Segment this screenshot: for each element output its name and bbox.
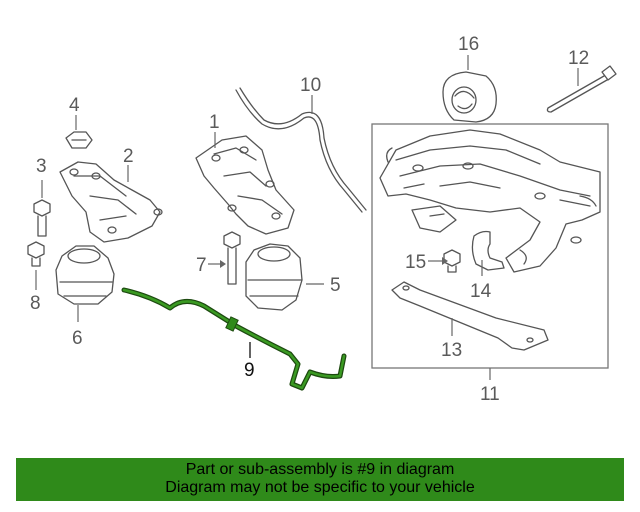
- callout-4: 4: [69, 95, 80, 116]
- part-9-hose: [121, 287, 347, 391]
- part-1-bracket: [195, 135, 295, 235]
- callout-2: 2: [123, 146, 134, 167]
- part-10-hose: [235, 87, 367, 213]
- callout-11: 11: [480, 384, 500, 405]
- callout-6: 6: [72, 328, 83, 349]
- arrow-15: [442, 257, 448, 265]
- part-13-plate: [391, 281, 549, 351]
- part-5-mount: [245, 243, 303, 311]
- part-3-bolt: [33, 199, 51, 237]
- part-8-bolt: [27, 241, 45, 267]
- part-16-bushing: [442, 71, 497, 123]
- callout-13: 13: [441, 340, 462, 361]
- part-6-mount: [55, 245, 115, 305]
- banner-line-1: Part or sub-assembly is #9 in diagram: [185, 461, 455, 478]
- callout-14: 14: [470, 281, 492, 302]
- callout-9: 9: [244, 360, 255, 381]
- info-banner: Part or sub-assembly is #9 in diagram Di…: [16, 458, 624, 501]
- part-11-subframe: [379, 129, 601, 273]
- part-7-bolt: [223, 231, 241, 285]
- part-2-bracket: [59, 161, 163, 243]
- banner-line-2: Diagram may not be specific to your vehi…: [165, 479, 475, 496]
- callout-1: 1: [209, 112, 220, 133]
- callout-15: 15: [405, 252, 426, 273]
- part-14-bracket: [471, 230, 505, 271]
- part-12-bolt: [546, 65, 617, 113]
- callout-12: 12: [568, 48, 589, 69]
- callout-8: 8: [30, 293, 41, 314]
- callout-5: 5: [330, 275, 341, 296]
- arrow-7: [220, 260, 226, 268]
- callout-16: 16: [458, 34, 479, 55]
- part-4-nut: [65, 131, 93, 149]
- callout-3: 3: [36, 156, 47, 177]
- callout-10: 10: [300, 75, 321, 96]
- callout-7: 7: [196, 255, 207, 276]
